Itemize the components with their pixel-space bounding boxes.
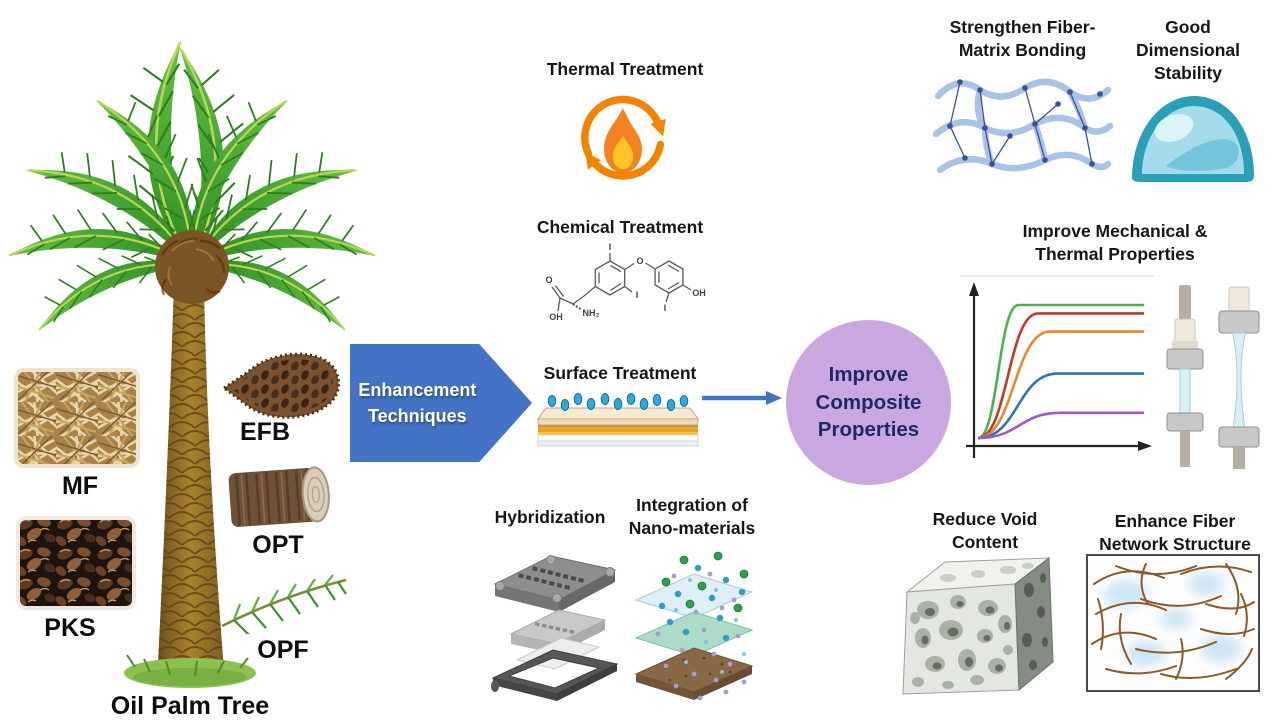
curve-3 — [977, 330, 1144, 440]
x-axis-arrow — [1138, 441, 1152, 451]
opf-label: OPF — [257, 636, 309, 664]
atom-label: O — [545, 275, 552, 285]
mechanical-thermal-title: Improve Mechanical & Thermal Properties — [1022, 221, 1208, 265]
efb-label: EFB — [240, 418, 290, 446]
mf-fiber-image — [14, 368, 140, 468]
y-axis-arrow — [969, 282, 979, 296]
atom-label: I — [609, 242, 612, 252]
pks-shells-image — [16, 516, 136, 610]
fiber-network-box-icon — [1086, 554, 1260, 692]
nano-materials-title: Integration of Nano-materials — [628, 495, 756, 539]
reduce-void-title: Reduce Void Content — [932, 509, 1038, 553]
porous-foam-cube-icon — [902, 557, 1054, 695]
atom-label: OH — [549, 312, 563, 322]
curve-5 — [977, 411, 1144, 440]
mf-label: MF — [61, 472, 99, 500]
efb-bunch-image — [221, 352, 340, 419]
curve-1 — [977, 303, 1144, 440]
pks-label: PKS — [44, 614, 96, 642]
outcome-line: Composite — [815, 390, 922, 414]
nano-materials-layers-icon — [634, 551, 754, 701]
opf-frond-image — [221, 574, 347, 634]
oil-palm-tree-label: Oil Palm Tree — [110, 692, 270, 720]
oil-palm-tree-illustration — [5, 36, 379, 688]
atom-label: O — [636, 256, 643, 266]
opt-trunk-log-image — [228, 466, 330, 527]
dimensional-stability-title: Good Dimensional Stability — [1135, 17, 1241, 84]
surface-treatment-icon — [537, 393, 699, 447]
enhancement-techniques-arrow: Enhancement Techniques — [350, 344, 532, 462]
chemical-structure-icon: I O I I OH NH₂ O OH — [545, 242, 706, 322]
dimensional-stability-blob-icon — [1132, 96, 1254, 182]
atom-label: I — [664, 303, 667, 313]
chemical-treatment-title: Chemical Treatment — [536, 217, 704, 237]
thermal-treatment-title: Thermal Treatment — [546, 59, 704, 79]
chart-curves — [977, 303, 1144, 440]
palm-trunk-texture — [157, 283, 225, 683]
tensile-test-specimens-icon — [1166, 285, 1260, 469]
polymer-network-icon — [932, 78, 1114, 174]
fiber-matrix-bonding-title: Strengthen Fiber- Matrix Bonding — [949, 17, 1096, 61]
outcome-line: Improve — [828, 362, 909, 386]
curve-4 — [977, 372, 1144, 440]
hybridization-title: Hybridization — [494, 507, 606, 527]
surface-treatment-title: Surface Treatment — [543, 363, 697, 383]
property-curves-chart — [960, 275, 1154, 458]
flow-arrow-icon — [702, 391, 782, 405]
hybridization-mold-icon — [491, 555, 619, 701]
outcome-line: Properties — [817, 418, 920, 442]
curve-2 — [977, 312, 1144, 440]
atom-label: I — [636, 290, 639, 300]
atom-label: NH₂ — [583, 308, 600, 318]
atom-label: OH — [692, 288, 706, 298]
thermal-treatment-icon — [581, 95, 666, 180]
enhancement-techniques-text: Enhancement Techniques — [358, 379, 477, 426]
fiber-network-title: Enhance Fiber Network Structure — [1099, 511, 1251, 555]
opt-label: OPT — [252, 531, 304, 559]
improve-composite-properties-circle: Improve Composite Properties — [786, 320, 951, 485]
